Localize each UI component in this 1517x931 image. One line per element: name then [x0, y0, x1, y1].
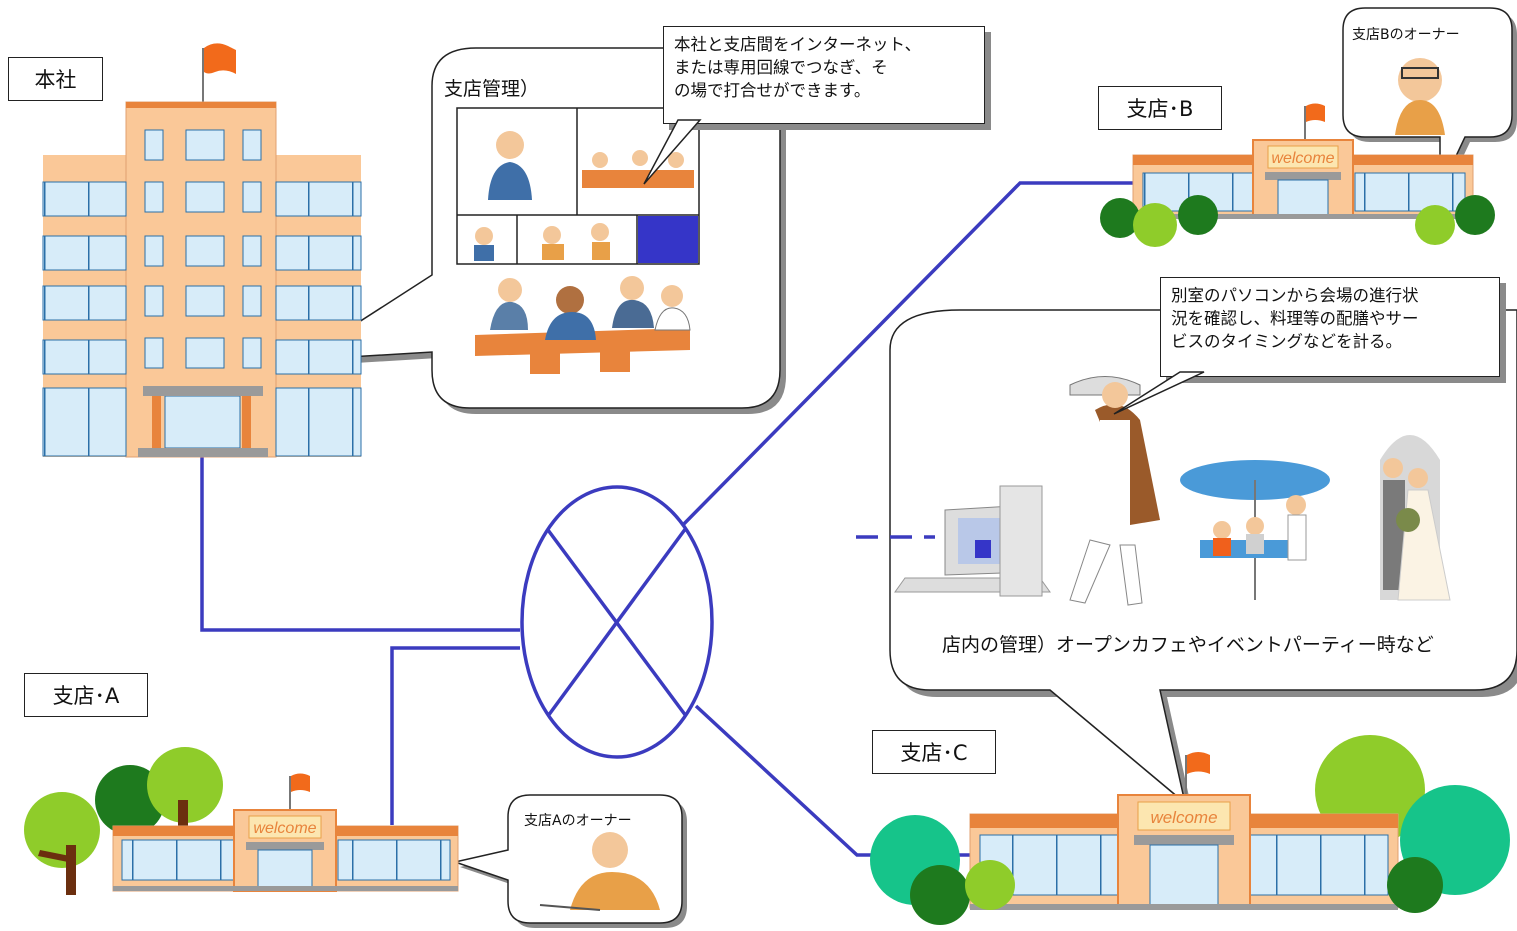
welcome-sign-b: welcome — [1271, 150, 1334, 167]
owner-a-figure — [539, 832, 660, 911]
owner-b-figure — [1395, 58, 1445, 135]
callout-separate-room: 別室のパソコンから会場の進行状 況を確認し、料理等の配膳やサー ビスのタイミング… — [1160, 277, 1500, 377]
owner-a-label: 支店Aのオーナー — [524, 813, 632, 829]
branch-c-building — [870, 735, 1510, 925]
branch-a-building — [24, 747, 459, 895]
headquarters-building — [42, 43, 362, 458]
welcome-sign-a: welcome — [253, 820, 316, 837]
hq-bubble-title: 支店管理） — [444, 78, 540, 100]
internet-node — [520, 485, 714, 759]
video-conference-panels — [456, 107, 700, 374]
callout-internet-pointer — [643, 119, 702, 185]
welcome-sign-c: welcome — [1150, 808, 1217, 827]
store-management-illustration — [894, 376, 1451, 606]
label-branch-b: 支店･B — [1098, 86, 1222, 130]
callout-internet: 本社と支店間をインターネット、 または専用回線でつなぎ、そ の場で打合せができま… — [663, 26, 985, 124]
callout-separate-room-pointer — [1113, 371, 1205, 415]
label-branch-c: 支店･C — [872, 730, 996, 774]
label-branch-a: 支店･A — [24, 673, 148, 717]
owner-b-label: 支店Bのオーナー — [1352, 27, 1460, 43]
branch-b-building — [1100, 103, 1495, 247]
store-management-caption: 店内の管理）オープンカフェやイベントパーティー時など — [942, 634, 1434, 656]
label-honsha: 本社 — [8, 57, 103, 101]
network-lines — [200, 181, 1143, 857]
